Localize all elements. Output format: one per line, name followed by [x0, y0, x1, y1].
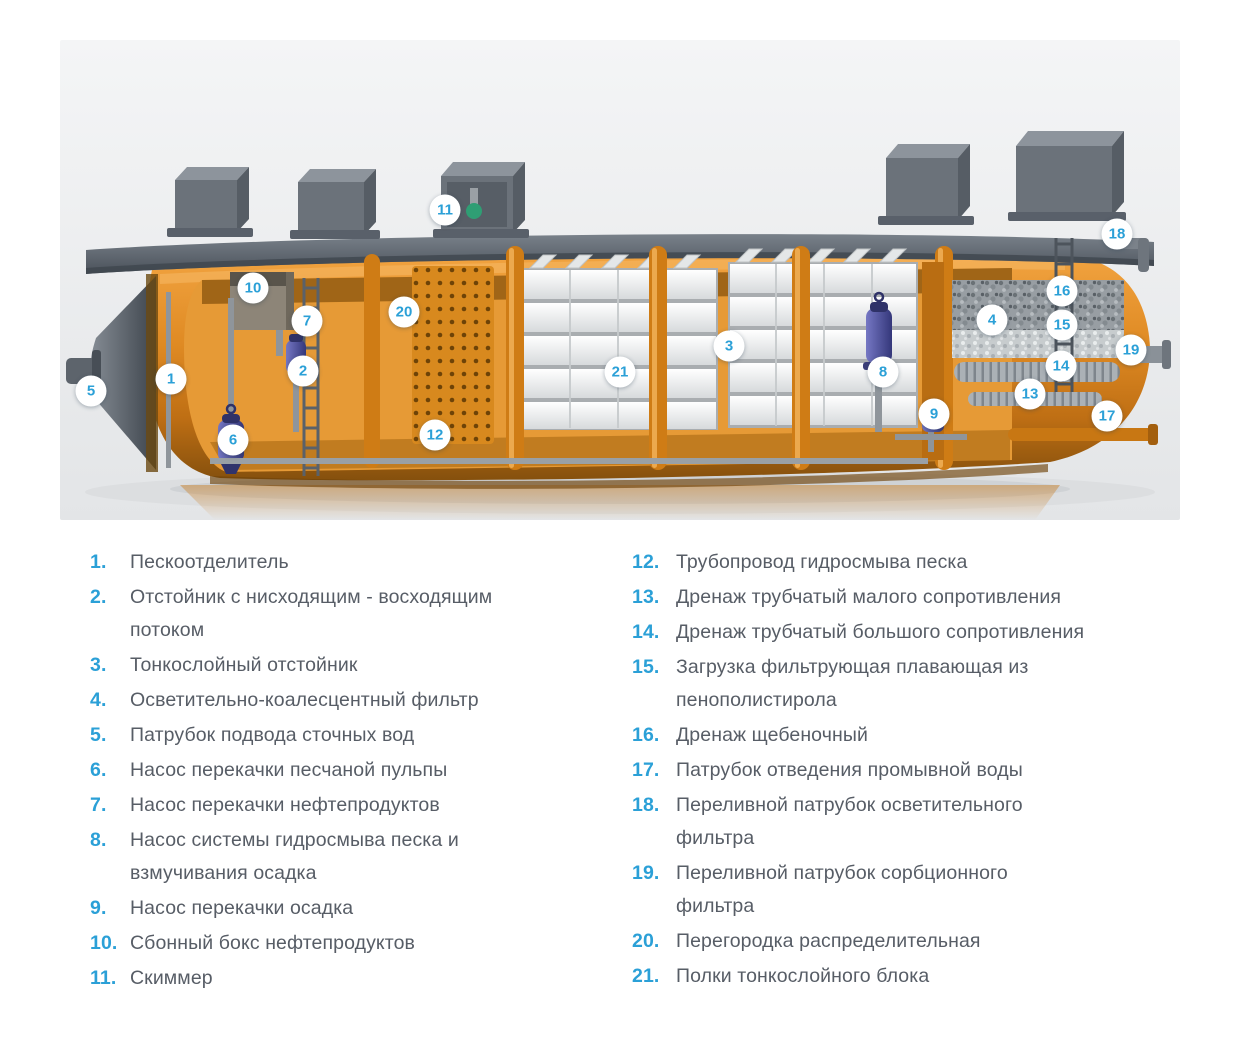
legend-item: 16. Дренаж щебеночный — [632, 719, 1180, 752]
legend-item-number: 14. — [632, 621, 660, 643]
legend-item-number: 15. — [632, 656, 660, 678]
foam-media — [952, 330, 1124, 358]
hatch-2 — [290, 169, 380, 239]
sand-chamber-pipe — [166, 292, 171, 468]
legend-item-number: 8. — [90, 829, 107, 851]
legend-item: 5. Патрубок подвода сточных вод — [90, 719, 570, 752]
hatch-5 — [1008, 131, 1126, 221]
legend-item-number: 7. — [90, 794, 107, 816]
low-resistance-drain — [968, 392, 1102, 406]
skimmer-device — [466, 203, 482, 219]
legend-item-text: Полки тонкослойного блока — [676, 965, 930, 987]
hatch-1 — [167, 167, 253, 237]
legend-item-text: Переливной патрубок осветительного фильт… — [676, 794, 1023, 849]
legend-item: 10. Сбонный бокс нефтепродуктов — [90, 927, 570, 960]
legend-item: 18. Переливной патрубок осветительного ф… — [632, 789, 1180, 855]
legend-item: 7. Насос перекачки нефтепродуктов — [90, 789, 570, 822]
legend-item: 2. Отстойник с нисходящим - восходящим п… — [90, 581, 570, 647]
legend-item-text: Перегородка распределительная — [676, 930, 981, 952]
legend-item: 6. Насос перекачки песчаной пульпы — [90, 754, 570, 787]
lamella-block-right — [728, 248, 918, 428]
legend-item-text: Патрубок отведения промывной воды — [676, 759, 1023, 781]
legend-item-number: 16. — [632, 724, 660, 746]
tank-illustration — [60, 40, 1180, 520]
legend-item-number: 5. — [90, 724, 107, 746]
legend-item-text: Переливной патрубок сорбционного фильтра — [676, 862, 1008, 917]
legend-item-text: Насос перекачки нефтепродуктов — [130, 794, 440, 816]
legend-item-text: Отстойник с нисходящим - восходящим пото… — [130, 586, 493, 641]
legend-item-number: 10. — [90, 932, 118, 954]
legend-item-text: Дренаж трубчатый малого сопротивления — [676, 586, 1062, 608]
legend-item-number: 3. — [90, 654, 107, 676]
legend-item-text: Осветительно-коалесцентный фильтр — [130, 689, 479, 711]
skimmer-pipe — [470, 188, 478, 206]
legend-item-number: 11. — [90, 967, 117, 989]
legend-item-text: Дренаж щебеночный — [676, 724, 868, 746]
legend-item: 9. Насос перекачки осадка — [90, 892, 570, 925]
legend-item: 21. Полки тонкослойного блока — [632, 960, 1180, 993]
legend-item-number: 17. — [632, 759, 660, 781]
lamella-block-left — [522, 254, 718, 430]
legend-item-number: 20. — [632, 930, 660, 952]
legend-item-text: Насос перекачки песчаной пульпы — [130, 759, 448, 781]
legend-item: 20. Перегородка распределительная — [632, 925, 1180, 958]
legend-item: 4. Осветительно-коалесцентный фильтр — [90, 684, 570, 717]
legend-item-number: 2. — [90, 586, 107, 608]
legend-item: 12. Трубопровод гидросмыва песка — [632, 546, 1180, 579]
legend-item: 11. Скиммер — [90, 962, 570, 995]
legend-item: 14. Дренаж трубчатый большого сопротивле… — [632, 616, 1180, 649]
legend-item-text: Пескоотделитель — [130, 551, 289, 573]
legend-item-text: Загрузка фильтрующая плавающая из пенопо… — [676, 656, 1029, 711]
legend-item-text: Тонкослойный отстойник — [130, 654, 358, 676]
legend-item-text: Скиммер — [130, 967, 213, 989]
legend-item-number: 18. — [632, 794, 660, 816]
legend-item-number: 4. — [90, 689, 107, 711]
hatch-4 — [878, 144, 974, 225]
legend: 1. Пескоотделитель 2. Отстойник с нисход… — [60, 546, 1180, 997]
hatch-skimmer — [433, 162, 529, 238]
legend-item: 15. Загрузка фильтрующая плавающая из пе… — [632, 651, 1180, 717]
legend-column-right: 12. Трубопровод гидросмыва песка 13. Дре… — [632, 546, 1180, 997]
legend-item-number: 6. — [90, 759, 107, 781]
legend-item-number: 9. — [90, 897, 107, 919]
legend-item-number: 21. — [632, 965, 660, 987]
legend-item: 13. Дренаж трубчатый малого сопротивлени… — [632, 581, 1180, 614]
support-ring-left — [364, 254, 380, 468]
legend-item-text: Трубопровод гидросмыва песка — [676, 551, 968, 573]
hydroflush-pipe — [210, 458, 928, 464]
legend-item-text: Дренаж трубчатый большого сопротивления — [676, 621, 1085, 643]
legend-item-text: Сбонный бокс нефтепродуктов — [130, 932, 415, 954]
legend-item: 3. Тонкослойный отстойник — [90, 649, 570, 682]
legend-item-text: Насос перекачки осадка — [130, 897, 354, 919]
legend-item: 17. Патрубок отведения промывной воды — [632, 754, 1180, 787]
gravel-drainage — [952, 280, 1124, 330]
legend-item-number: 13. — [632, 586, 660, 608]
inlet-cone — [90, 274, 158, 472]
legend-item: 19. Переливной патрубок сорбционного фил… — [632, 857, 1180, 923]
legend-item-number: 1. — [90, 551, 107, 573]
legend-item-number: 12. — [632, 551, 660, 573]
legend-column-left: 1. Пескоотделитель 2. Отстойник с нисход… — [60, 546, 570, 997]
legend-item-text: Патрубок подвода сточных вод — [130, 724, 415, 746]
distribution-wall — [412, 266, 494, 444]
high-resistance-drain — [954, 362, 1120, 382]
legend-item-text: Насос системы гидросмыва песка и взмучив… — [130, 829, 459, 884]
legend-item-number: 19. — [632, 862, 660, 884]
bottom-edge-shading — [210, 464, 1048, 489]
legend-item: 1. Пескоотделитель — [90, 546, 570, 579]
legend-item: 8. Насос системы гидросмыва песка и взму… — [90, 824, 570, 890]
